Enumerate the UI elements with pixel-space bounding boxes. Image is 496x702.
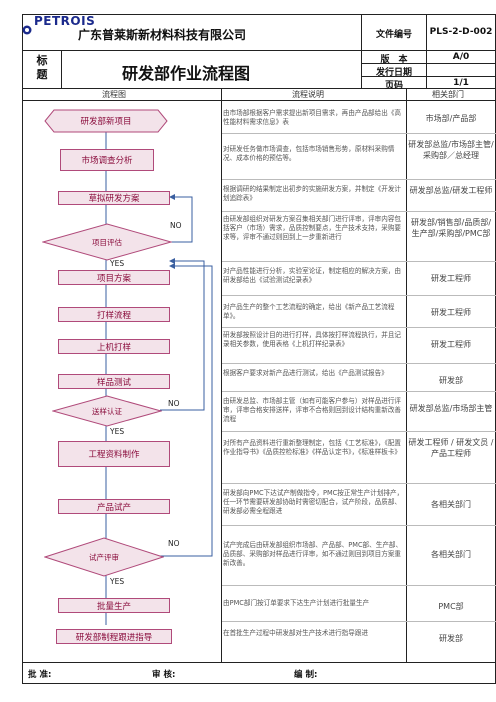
column-dept-label: 相关部门: [432, 90, 464, 99]
page-value: 1/1: [453, 78, 469, 88]
step-desc-sample-test: 根据客户要求对新产品进行测试，给出《产品测试报告》: [223, 369, 388, 377]
step-dept-draft-plan: 研发部总监/研发工程师: [409, 186, 493, 195]
issue-date-label: 发行日期: [375, 68, 412, 78]
step-dept-sample-test: 研发部: [439, 376, 463, 385]
step-label-trial-production: 产品试产: [96, 502, 131, 513]
step-shape-rd-followup: 研发部制程跟进指导: [56, 629, 172, 644]
decision-shape-project-review: [42, 223, 172, 261]
decision-no-label-3: NO: [168, 539, 180, 548]
company-name: 广东普莱斯新材料科技有限公司: [78, 28, 247, 42]
step-desc-market-analysis: 对研发任务做市场调查，包括市场销售形势，原材料采购情况、成本价格的预估等。: [223, 145, 395, 162]
step-desc-trial-review: 试产完成后由研发部组织市场部、产品部、PMC部、生产部、品质部、采购部对样品进行…: [223, 541, 403, 567]
step-shape-engineering-docs: 工程资料制作: [58, 441, 170, 467]
step-dept-market-analysis: 研发部总监/市场部主管/采购部／总经理: [408, 140, 494, 160]
petrois-logo-icon: [22, 25, 32, 35]
step-desc-sampling-flow: 对产品生产的整个工艺流程的确定，给出《新产品工艺流程单》。: [223, 303, 395, 320]
decision-no-label-2: NO: [168, 399, 180, 408]
step-shape-project-plan: 项目方案: [58, 270, 170, 285]
document-header: PETROIS 广东普莱斯新材料科技有限公司 文件编号 PLS-2-D-002 …: [22, 14, 496, 91]
step-shape-sampling-flow: 打样流程: [58, 307, 170, 322]
step-label-mass-production: 批量生产: [96, 601, 131, 612]
review-label: 审 核:: [152, 670, 176, 680]
step-desc-trial-production: 研发部向PMC下达试产制做指令，PMC按正常生产计划排产，任一环节需要研发部协助…: [223, 489, 404, 515]
step-dept-trial-review: 各相关部门: [431, 550, 471, 559]
step-desc-rd-followup: 在首批生产过程中研发部对生产技术进行指导跟进: [223, 629, 369, 637]
step-shape-machine-sampling: 上机打样: [58, 339, 170, 354]
version-label: 版 本: [380, 55, 408, 65]
step-desc-draft-plan: 根据调研的结果制定出初步的实施研发方案，并制定《开发计划追踪表》: [223, 185, 402, 202]
step-dept-project-review: 研发部/销售部/品质部/生产部/采购部/PMC部: [410, 218, 492, 238]
step-dept-new-project: 市场部/产品部: [425, 114, 477, 123]
logo-text: PETROIS: [34, 14, 96, 28]
step-dept-sample-cert: 研发部总监/市场部主管: [409, 404, 493, 413]
step-shape-market-analysis: 市场调查分析: [60, 149, 154, 171]
column-flow-label: 流程图: [102, 90, 126, 99]
loop-no-trial: [160, 263, 213, 557]
column-header-row: 流程图 流程说明 相关部门: [22, 89, 496, 101]
decision-shape-trial-review: [44, 537, 164, 577]
loop-no-review: [169, 194, 193, 243]
step-label-market-analysis: 市场调查分析: [81, 156, 133, 166]
step-label-sample-cert: 送样认证: [92, 407, 122, 416]
step-desc-machine-sampling: 研发部按照设计目的进行打样，具体按打样流程执行，并且记录相关参数，使用表格《上机…: [223, 331, 402, 348]
issue-date-value-cell: [426, 63, 496, 77]
decision-yes-label-1: YES: [110, 259, 125, 268]
decision-yes-label-2: YES: [110, 427, 125, 436]
approve-label: 批 准:: [28, 670, 52, 680]
doc-no-label: 文件编号: [375, 30, 412, 40]
step-label-draft-plan: 草拟研发方案: [88, 194, 140, 204]
step-label-trial-review: 试产评审: [89, 553, 119, 562]
decision-shape-sample-cert: [52, 395, 162, 427]
version-value: A/0: [452, 52, 470, 62]
step-shape-mass-production: 批量生产: [58, 598, 170, 613]
step-dept-sampling-flow: 研发工程师: [431, 308, 471, 317]
step-label-project-review: 项目评估: [92, 238, 122, 247]
doc-no-value: PLS-2-D-002: [429, 27, 493, 37]
draft-label: 编 制:: [294, 670, 318, 680]
decision-yes-label-3: YES: [110, 577, 125, 586]
step-desc-mass-production: 由PMC部门按订单要求下达生产计划进行批量生产: [223, 599, 370, 607]
step-label-new-project: 研发部新项目: [80, 117, 132, 127]
step-label-engineering-docs: 工程资料制作: [88, 450, 140, 460]
mark-label: 标 题: [36, 54, 48, 81]
step-shape-draft-plan: 草拟研发方案: [58, 191, 170, 205]
step-shape-sample-test: 样品测试: [58, 374, 170, 389]
step-shape-new-project: [44, 109, 168, 133]
step-label-project-plan: 项目方案: [96, 273, 131, 284]
step-label-sample-test: 样品测试: [96, 377, 131, 388]
step-desc-project-review: 由研发部组织对研发方案召集相关部门进行评审，评审内容包括客户（市场）需求，品质控…: [223, 215, 402, 241]
step-dept-engineering-docs: 研发工程师 / 研发文员 / 产品工程师: [408, 438, 494, 458]
step-shape-trial-production: 产品试产: [58, 499, 170, 514]
column-desc-label: 流程说明: [292, 90, 324, 99]
step-dept-trial-production: 各相关部门: [431, 500, 471, 509]
step-dept-machine-sampling: 研发工程师: [431, 340, 471, 349]
step-dept-rd-followup: 研发部: [439, 634, 463, 643]
step-dept-project-plan: 研发工程师: [431, 274, 471, 283]
step-desc-project-plan: 对产品性能进行分析，实验室论证，制定相应的解决方案，由研发部给出《试验测试纪录表…: [223, 267, 402, 284]
step-label-machine-sampling: 上机打样: [96, 342, 131, 353]
document-title: 研发部作业流程图: [122, 64, 251, 83]
step-dept-mass-production: PMC部: [438, 602, 464, 611]
step-label-sampling-flow: 打样流程: [96, 310, 131, 321]
step-desc-engineering-docs: 对所有产品资料进行重新整理制定，包括《工艺标准》，《配置作业指导书》《品质控检标…: [223, 439, 402, 456]
signoff-footer: 批 准: 审 核: 编 制:: [22, 662, 496, 684]
loop-no-sample: [160, 258, 205, 411]
step-label-rd-followup: 研发部制程跟进指导: [75, 632, 153, 643]
decision-no-label-1: NO: [170, 221, 182, 230]
step-desc-new-project: 由市场部根据客户需求提出新项目需求，再由产品部给出《高性能材料需求信息》表: [223, 109, 402, 126]
page-label: 页码: [384, 81, 403, 91]
flow-area: 研发部新项目 市场调查分析 草拟研发方案 项目评估 NO YES 项目方案 打样…: [22, 101, 496, 662]
step-desc-sample-cert: 由研发总监、市场部主管（如有可能客户参与）对样品进行评审，评审合格安排送样，评审…: [223, 397, 402, 423]
